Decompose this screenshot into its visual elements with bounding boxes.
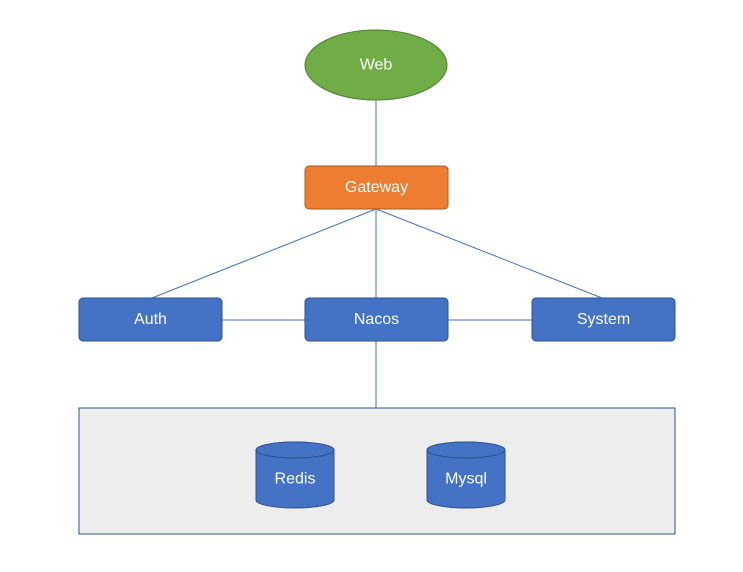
web-label: Web [360,57,393,74]
nacos-label: Nacos [354,311,399,328]
connector-gateway-system [375,208,603,299]
mysql-cylinder-top [426,441,506,459]
storage-group [78,407,676,535]
web-ellipse [304,29,448,101]
connectors [151,100,603,408]
system-box [531,297,676,342]
gateway-box [304,165,449,210]
redis-cylinder-top [255,441,335,459]
system-label: System [577,311,630,328]
gateway-label: Gateway [345,179,408,196]
node-nacos[interactable]: Nacos [304,297,449,342]
node-auth[interactable]: Auth [78,297,223,342]
node-gateway[interactable]: Gateway [304,165,449,210]
node-mysql[interactable]: Mysql [426,441,506,509]
node-system[interactable]: System [531,297,676,342]
mysql-label: Mysql [445,471,487,488]
nacos-box [304,297,449,342]
auth-label: Auth [134,311,167,328]
auth-box [78,297,223,342]
node-redis[interactable]: Redis [255,441,335,509]
redis-label: Redis [275,471,316,488]
connector-gateway-auth [151,208,377,299]
node-web[interactable]: Web [304,29,448,101]
